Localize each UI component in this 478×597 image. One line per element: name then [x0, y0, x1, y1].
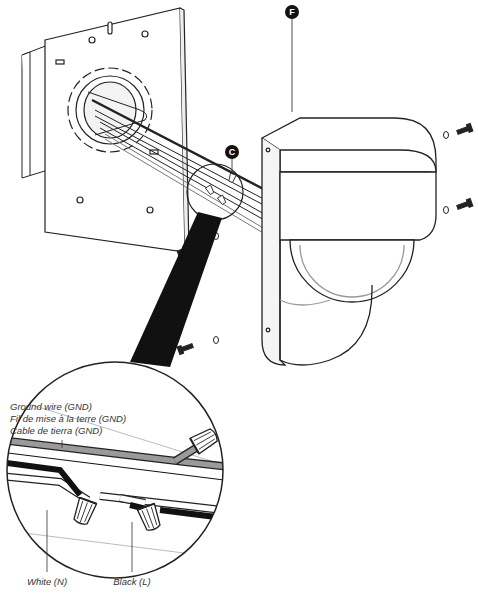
- junction-box: [22, 45, 48, 178]
- magnifier-wedge: [130, 212, 222, 367]
- wire-label: Cable de tierra (GND): [10, 425, 102, 436]
- wire-label: Black (L): [113, 576, 150, 587]
- wire-label: White (N): [27, 576, 67, 587]
- camera-housing: [262, 118, 436, 365]
- mounting-plate: [45, 8, 189, 252]
- callout-circle: [225, 145, 239, 159]
- callout-letter: C: [225, 145, 239, 159]
- leader-lines: [47, 440, 132, 572]
- detail-circle: [187, 164, 243, 220]
- callout-letter: F: [285, 5, 299, 19]
- callout-circle: [285, 5, 299, 19]
- screws: [177, 124, 473, 355]
- wire-label: Ground wire (GND): [10, 401, 92, 412]
- magnified-detail: [0, 362, 240, 578]
- supply-wires: [88, 92, 275, 237]
- wire-label: Fil de mise à la terre (GND): [10, 413, 126, 424]
